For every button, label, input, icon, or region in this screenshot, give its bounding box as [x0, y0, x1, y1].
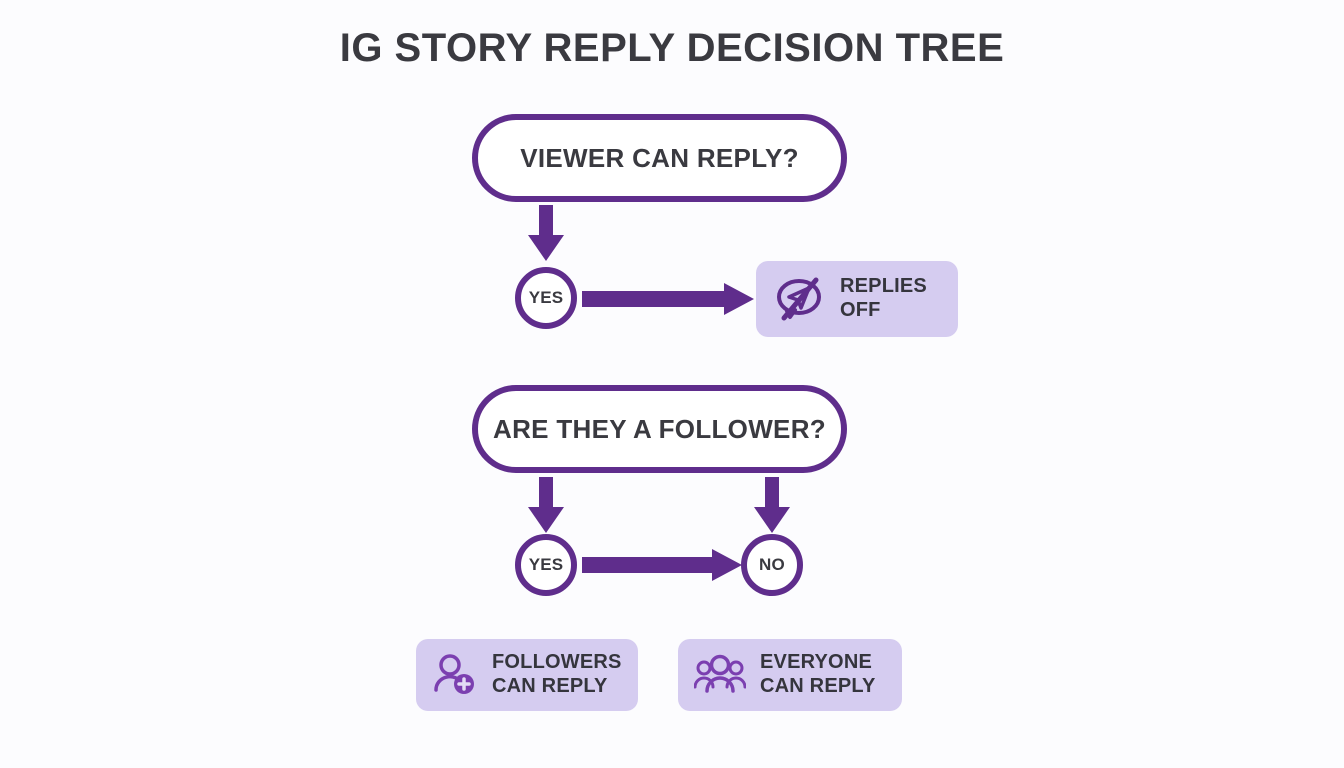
- decision-node-label: VIEWER CAN REPLY?: [520, 142, 799, 173]
- branch-node-label: NO: [759, 555, 785, 574]
- branch-node-label: YES: [528, 288, 564, 307]
- outcome-card-followers-can-reply[interactable]: FOLLOWERS CAN REPLY: [416, 639, 638, 711]
- decision-node-viewer-can-reply[interactable]: VIEWER CAN REPLY?: [472, 114, 847, 202]
- outcome-card-label: EVERYONE CAN REPLY: [760, 651, 876, 697]
- outcome-card-label: FOLLOWERS CAN REPLY: [492, 651, 622, 697]
- arrow-right-icon: [582, 549, 742, 581]
- branch-node-label: YES: [528, 555, 564, 574]
- branch-node-yes-follower[interactable]: YES: [515, 534, 577, 596]
- page-title: IG STORY REPLY DECISION TREE: [339, 26, 1005, 70]
- reply-off-icon: [772, 274, 826, 324]
- people-group-icon: [694, 653, 746, 697]
- decision-node-are-they-a-follower[interactable]: ARE THEY A FOLLOWER?: [472, 385, 847, 473]
- outcome-card-label: REPLIES OFF: [840, 275, 927, 321]
- outcome-card-everyone-can-reply[interactable]: EVERYONE CAN REPLY: [678, 639, 902, 711]
- arrow-down-icon: [528, 205, 564, 261]
- arrow-right-icon: [582, 283, 754, 315]
- branch-node-no-follower[interactable]: NO: [741, 534, 803, 596]
- outcome-card-replies-off[interactable]: REPLIES OFF: [756, 261, 958, 337]
- branch-node-yes-viewer[interactable]: YES: [515, 267, 577, 329]
- arrow-down-icon: [754, 477, 790, 533]
- arrow-down-icon: [528, 477, 564, 533]
- decision-node-label: ARE THEY A FOLLOWER?: [493, 413, 826, 444]
- person-add-icon: [432, 652, 478, 698]
